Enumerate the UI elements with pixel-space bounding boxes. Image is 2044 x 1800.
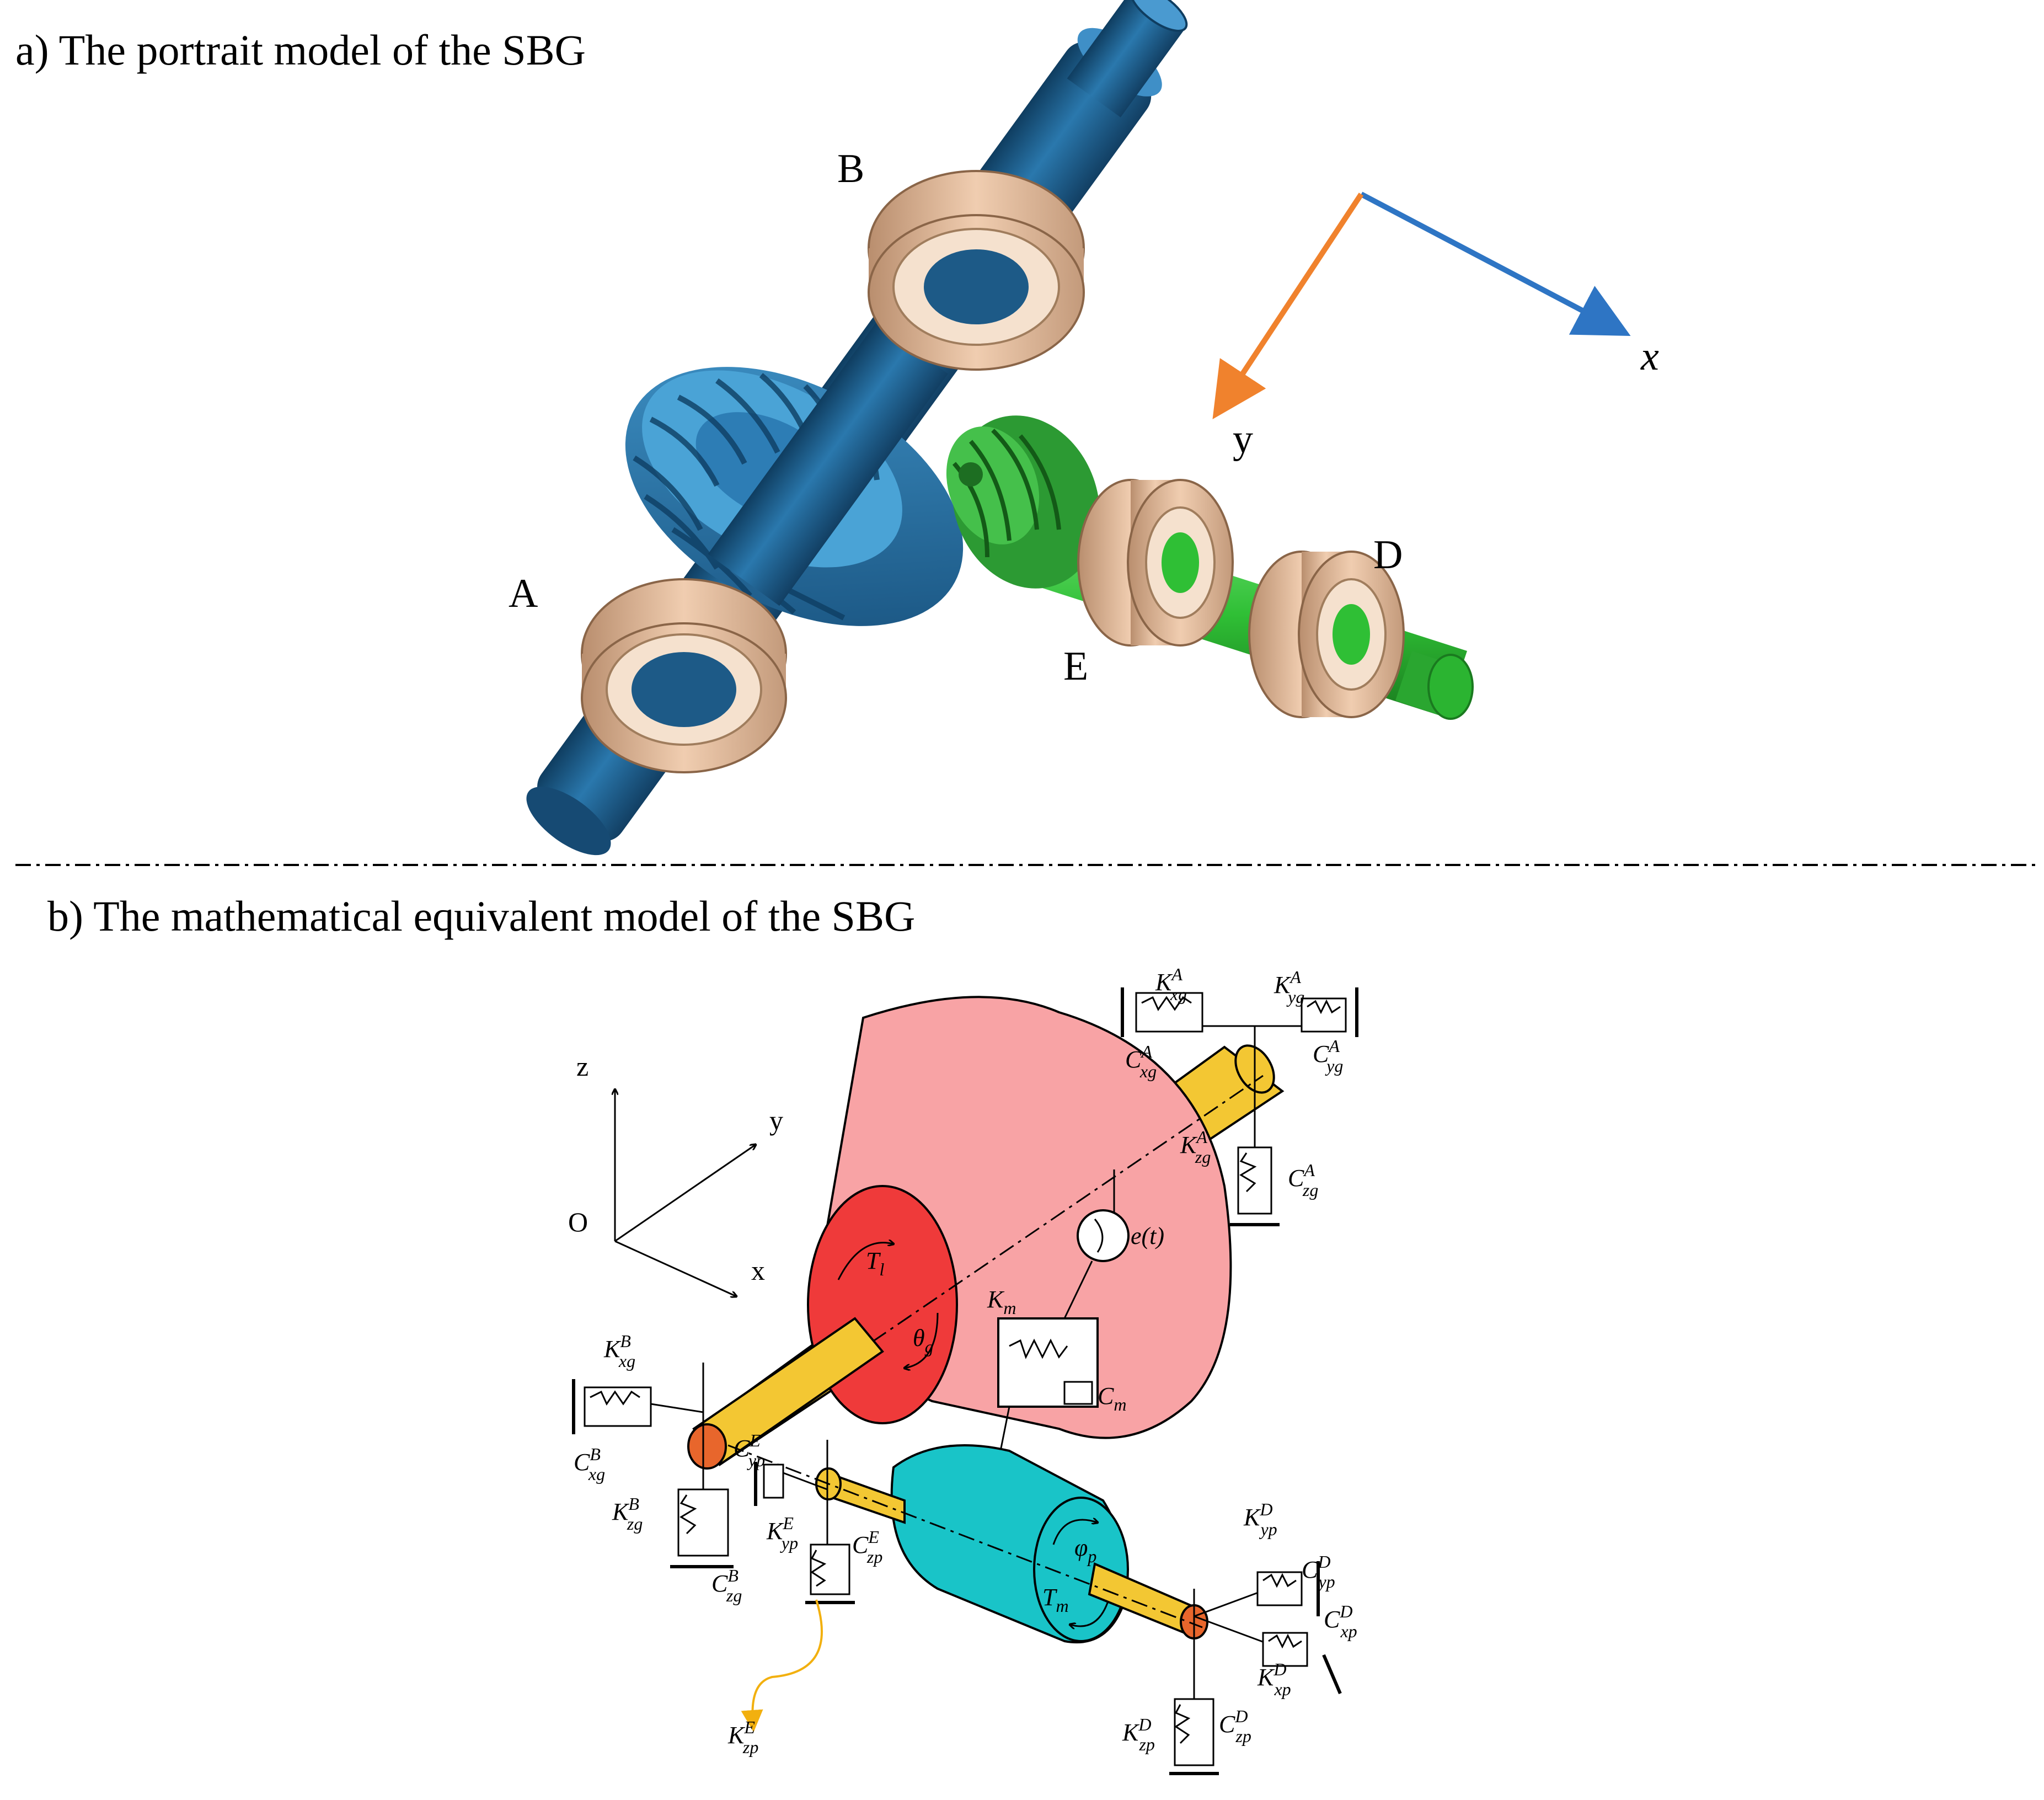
pinion-gear xyxy=(946,415,1100,589)
bearing-b xyxy=(868,170,1085,371)
axis-label-origin: O xyxy=(568,1206,588,1237)
label-Tl: Tl xyxy=(866,1247,884,1279)
y-axis-arrow xyxy=(1212,193,1364,420)
bearing-label-b: B xyxy=(837,146,864,191)
axis-label-x-b: x xyxy=(751,1255,765,1286)
axis-label-x: x xyxy=(1640,334,1659,379)
panel-a-axes: x y xyxy=(1212,191,1659,462)
bearing-e xyxy=(1077,479,1234,647)
gear-shaft-b-lower xyxy=(692,1317,884,1466)
pinion-cone xyxy=(890,1444,1129,1644)
gear-shaft-end xyxy=(687,1423,727,1470)
highlight-arrow xyxy=(741,1599,823,1732)
bearing-label-a: A xyxy=(509,571,538,616)
label-et: e(t) xyxy=(1131,1222,1164,1249)
bearing-label-d: D xyxy=(1373,532,1403,578)
label-phi-p: φp xyxy=(1074,1534,1096,1566)
bearing-label-e: E xyxy=(1063,644,1088,689)
panel-b-axes xyxy=(615,1089,756,1296)
label-theta-g: θg xyxy=(913,1324,934,1356)
axis-label-y: y xyxy=(1233,416,1253,462)
label-Cm: Cm xyxy=(1098,1382,1126,1414)
panel-a-title: a) The portrait model of the SBG xyxy=(15,26,586,74)
bearing-a xyxy=(581,578,787,773)
label-Tm: Tm xyxy=(1042,1584,1069,1616)
panel-a-model: A B D E x y xyxy=(509,0,1659,856)
bearing-d xyxy=(1248,551,1405,718)
x-axis-arrow xyxy=(1360,191,1631,336)
label-Km: Km xyxy=(987,1286,1016,1318)
quantity-labels: Tl θg Km Cm e(t) φp Tm xyxy=(866,1222,1164,1616)
panel-b-model: z y x O xyxy=(568,964,1358,1775)
axis-label-y-b: y xyxy=(769,1105,783,1136)
axis-label-z: z xyxy=(576,1051,588,1082)
panel-b-title: b) The mathematical equivalent model of … xyxy=(47,892,916,940)
